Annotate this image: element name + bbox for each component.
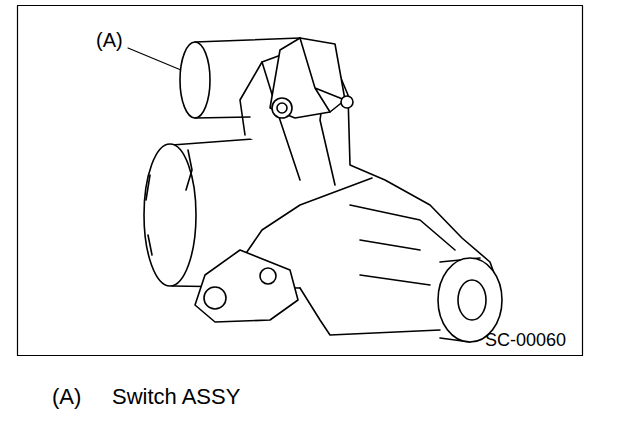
part-name: Switch ASSY: [112, 386, 240, 408]
callout-letter: (A): [52, 386, 81, 408]
callout-letter: (A): [96, 30, 123, 50]
figure-code: SC-00060: [485, 331, 566, 349]
figure-frame: [18, 6, 583, 356]
pinion-nose: [438, 258, 502, 342]
switch-assy: [180, 38, 353, 118]
